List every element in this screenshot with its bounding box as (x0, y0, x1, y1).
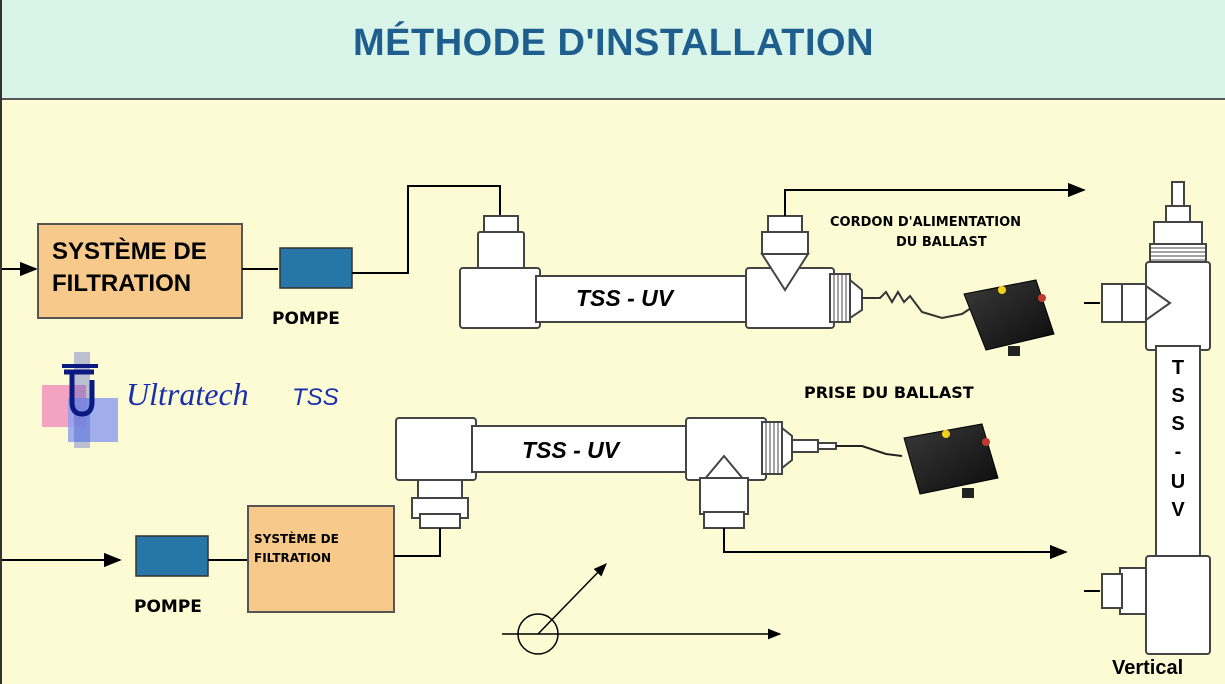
vertical-caption: Vertical (1112, 657, 1183, 679)
cord-label-line1: CORDON D'ALIMENTATION (830, 215, 1021, 230)
filtration-bottom-line1: SYSTÈME DE (254, 531, 339, 546)
vertical-letter-3: S (1171, 413, 1184, 435)
vertical-letter-5: U (1171, 471, 1185, 493)
plug-cord (836, 445, 903, 457)
header-banner: MÉTHODE D'INSTALLATION (2, 0, 1225, 100)
uv-ribs-vertical (1150, 247, 1206, 261)
pump-box-top (279, 247, 353, 289)
filtration-bottom-line2: FILTRATION (254, 551, 331, 565)
pump-label-bottom: POMPE (134, 597, 202, 617)
uv-unit-vertical (1101, 181, 1211, 655)
uv-label-bottom: TSS - UV (522, 437, 621, 463)
uv-unit-bottom (395, 417, 837, 529)
page-title: MÉTHODE D'INSTALLATION (352, 22, 875, 64)
brand-name: Ultratech (126, 376, 249, 412)
pump-box-bottom (135, 535, 209, 577)
filtration-top-line1: SYSTÈME DE (52, 237, 207, 265)
ballast-bottom (903, 423, 999, 498)
vertical-letter-4: - (1175, 441, 1182, 463)
uv-unit-top (459, 215, 863, 329)
outlet-arrow-top (784, 182, 1086, 216)
vertical-letter-2: S (1171, 385, 1184, 407)
brand-logo (42, 352, 118, 448)
brand-suffix: TSS (292, 384, 339, 411)
power-cord-top (862, 290, 975, 320)
outlet-arrow-bottom (723, 528, 1068, 560)
uv-ribs-bottom (765, 422, 779, 474)
filtration-box-bottom: SYSTÈME DE FILTRATION (247, 505, 395, 613)
pipe-filter-uv-bottom (394, 528, 441, 557)
vertical-letter-1: T (1172, 357, 1184, 379)
filtration-top-line2: FILTRATION (52, 270, 191, 297)
filtration-box-top: SYSTÈME DE FILTRATION (37, 223, 243, 319)
plug-label: PRISE DU BALLAST (804, 383, 974, 402)
ballast-top (963, 279, 1055, 356)
pipe-pump-uv-top (352, 185, 501, 274)
uv-ribs-top (833, 274, 847, 322)
flow-direction-symbol (502, 563, 782, 655)
pump-label-top: POMPE (272, 309, 340, 329)
uv-label-top: TSS - UV (576, 285, 675, 311)
vertical-letter-6: V (1171, 499, 1185, 521)
cord-label-line2: DU BALLAST (896, 235, 987, 250)
